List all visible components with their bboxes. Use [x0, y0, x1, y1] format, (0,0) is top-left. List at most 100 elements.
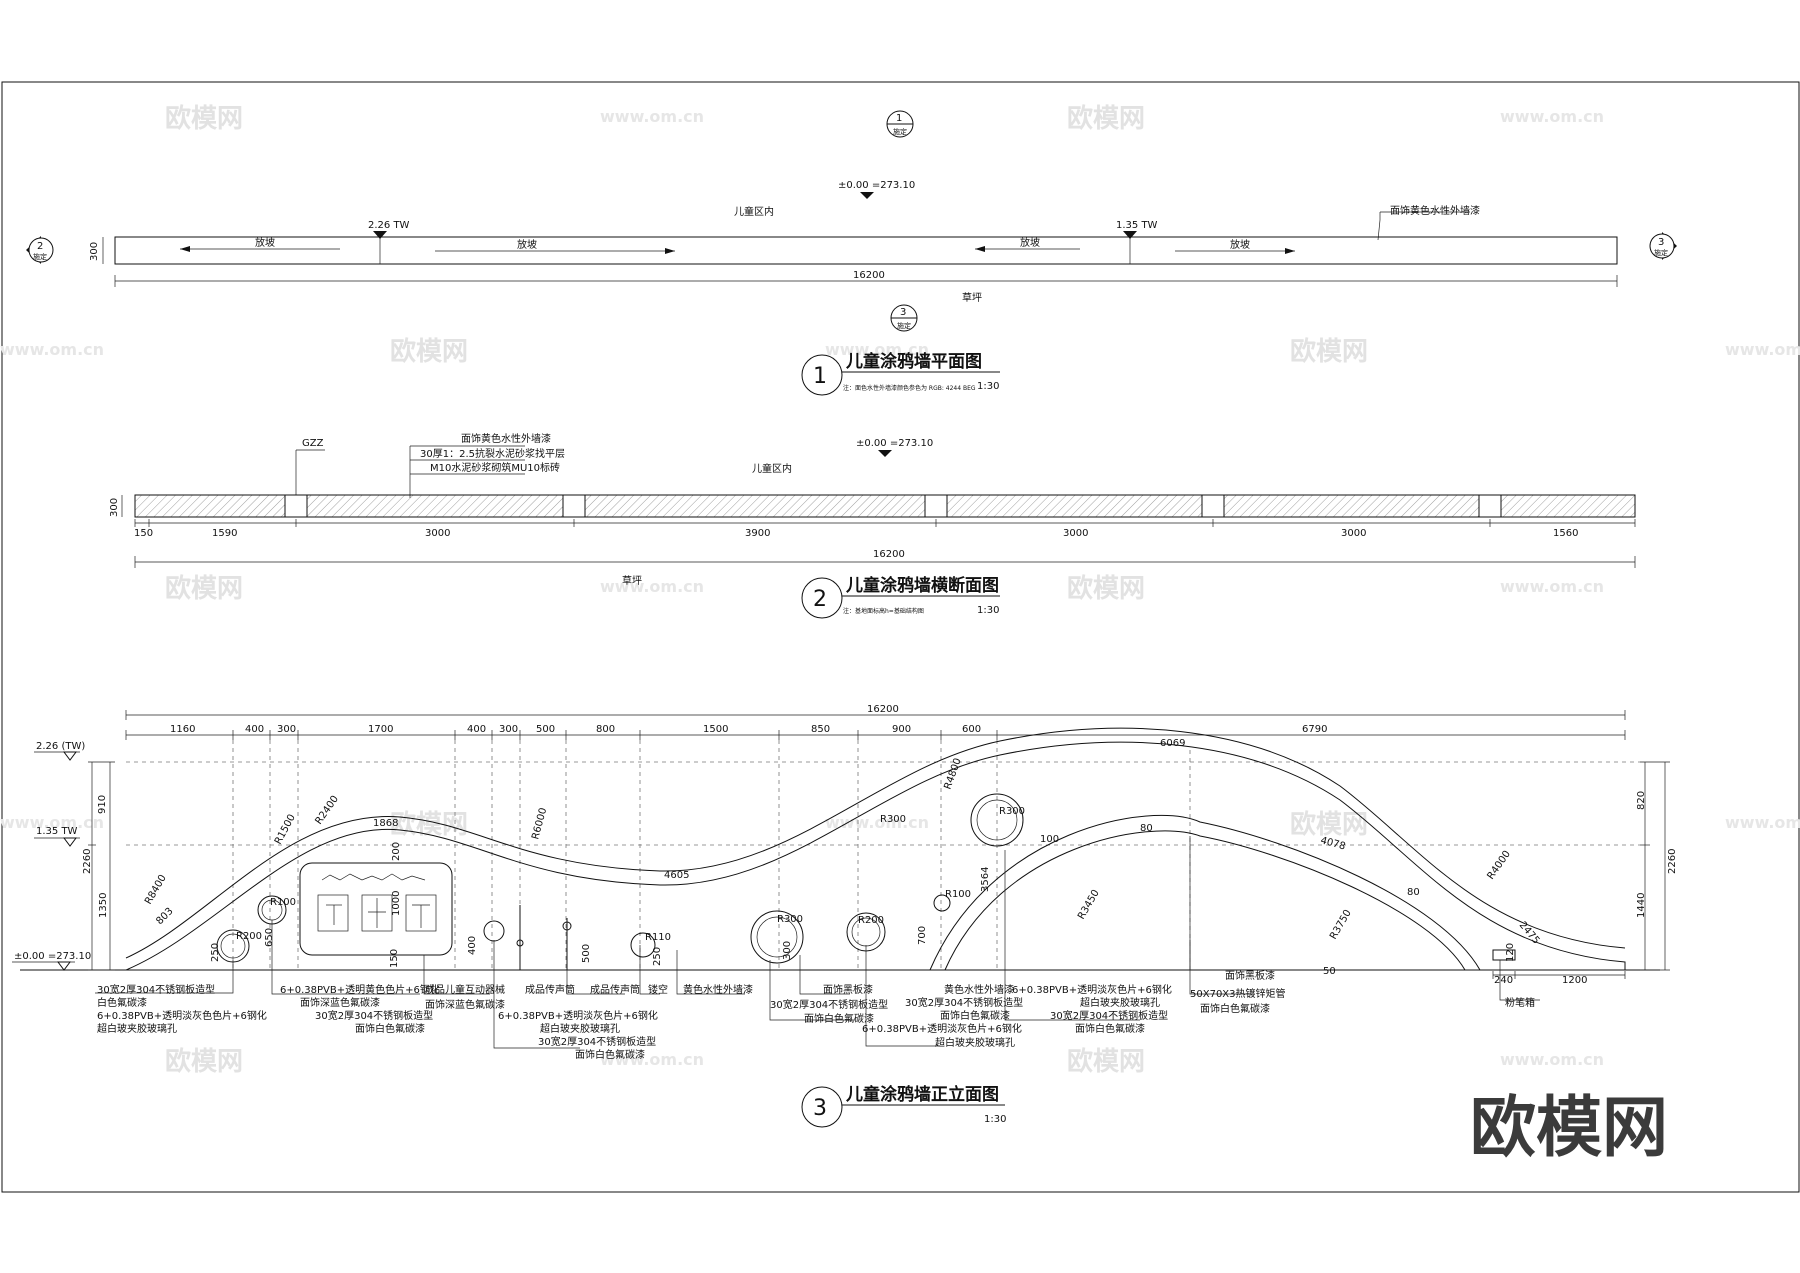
callout: 30宽2厚304不锈钢板造型 白色氟碳漆 6+0.38PVB+透明淡灰色色片+6… [95, 960, 267, 1035]
watermark-logo: 欧模网 [1067, 103, 1145, 134]
arc-length-dim: 6069 [1160, 738, 1185, 749]
svg-text:50X70X3热镀锌矩管: 50X70X3热镀锌矩管 [1190, 987, 1286, 1000]
svg-text:3000: 3000 [425, 528, 450, 539]
watermark-url: www.om.cn [600, 107, 704, 126]
svg-text:R110: R110 [645, 932, 671, 943]
plan-total-dim: 16200 [853, 270, 885, 281]
plan-width-dim: 300 [89, 242, 100, 261]
svg-text:面饰深蓝色氟碳漆: 面饰深蓝色氟碳漆 [300, 996, 380, 1009]
section-note: M10水泥砂浆砌筑MU10标砖 [430, 461, 560, 474]
svg-text:镂空: 镂空 [648, 983, 668, 996]
svg-text:白色氟碳漆: 白色氟碳漆 [97, 996, 147, 1009]
svg-text:600: 600 [962, 724, 981, 735]
svg-text:300: 300 [782, 941, 793, 960]
svg-text:3900: 3900 [745, 528, 770, 539]
svg-text:超白玻夹胶玻璃孔: 超白玻夹胶玻璃孔 [540, 1022, 620, 1035]
section-marker-top: 1 施定 [886, 110, 914, 138]
svg-text:放坡: 放坡 [1020, 236, 1040, 249]
svg-text:施定: 施定 [1654, 248, 1668, 257]
svg-text:面饰白色氟碳漆: 面饰白色氟碳漆 [355, 1022, 425, 1035]
slope-arrows: 放坡 放坡 放坡 放坡 [180, 236, 1295, 254]
svg-text:放坡: 放坡 [1230, 238, 1250, 251]
svg-text:面饰深蓝色氟碳漆: 面饰深蓝色氟碳漆 [425, 998, 505, 1011]
elevation-view: 16200 1160 400 300 1700 400 300 500 800 [12, 704, 1678, 1128]
svg-text:R200: R200 [858, 915, 884, 926]
svg-text:2260: 2260 [1667, 849, 1678, 874]
svg-text:1590: 1590 [212, 528, 237, 539]
svg-text:30宽2厚304不锈钢板造型: 30宽2厚304不锈钢板造型 [315, 1009, 433, 1022]
svg-text:黄色水性外墙漆: 黄色水性外墙漆 [683, 983, 753, 996]
svg-text:1350: 1350 [98, 893, 109, 918]
svg-text:100: 100 [1040, 834, 1059, 845]
section-marker-right: 3 施定 [1649, 232, 1677, 260]
watermark-url: www.om.cn [600, 1050, 704, 1069]
plan-title: 儿童涂鸦墙平面图 [845, 351, 982, 372]
svg-text:1: 1 [896, 113, 902, 124]
chalkboard-arch [929, 815, 1481, 971]
watermark-logo: 欧模网 [390, 809, 468, 840]
svg-text:300: 300 [277, 724, 296, 735]
svg-text:R3450: R3450 [1076, 888, 1102, 922]
svg-text:400: 400 [467, 724, 486, 735]
plan-inner-area: 儿童区内 [734, 205, 774, 218]
svg-text:900: 900 [892, 724, 911, 735]
watermark-url: www.om.cn [1500, 107, 1604, 126]
callout: 黄色水性外墙漆 30宽2厚304不锈钢板造型 面饰白色氟碳漆 6+0.38PVB… [862, 945, 1023, 1049]
svg-text:R1500: R1500 [273, 813, 298, 847]
svg-text:3: 3 [1658, 237, 1664, 248]
svg-text:650: 650 [264, 928, 275, 947]
svg-text:6+0.38PVB+透明淡灰色片+6钢化: 6+0.38PVB+透明淡灰色片+6钢化 [862, 1022, 1022, 1035]
svg-text:R300: R300 [880, 814, 906, 825]
plan-outer-area: 草坪 [962, 291, 982, 304]
plan-note: 注：面色水性外墙漆颜色参色为 RGB: 4244 BEG [843, 384, 976, 392]
svg-text:6+0.38PVB+透明黄色色片+6钢化: 6+0.38PVB+透明黄色色片+6钢化 [280, 983, 440, 996]
svg-text:R100: R100 [270, 897, 296, 908]
watermark-logo: 欧模网 [390, 336, 468, 367]
elevation-triangle-icon [878, 450, 892, 457]
svg-text:400: 400 [245, 724, 264, 735]
svg-text:30宽2厚304不锈钢板造型: 30宽2厚304不锈钢板造型 [97, 983, 215, 996]
chalk-box [1492, 949, 1516, 961]
section-note-small: 注：基地面标高h=基础结构图 [843, 607, 924, 615]
svg-text:R4000: R4000 [1485, 849, 1513, 882]
svg-text:粉笔箱: 粉笔箱 [1505, 996, 1535, 1009]
svg-text:6+0.38PVB+透明淡灰色色片+6钢化: 6+0.38PVB+透明淡灰色色片+6钢化 [97, 1009, 267, 1022]
plan-title-block: 1 儿童涂鸦墙平面图 注：面色水性外墙漆颜色参色为 RGB: 4244 BEG … [801, 351, 1000, 396]
svg-text:成品传声筒: 成品传声筒 [590, 983, 640, 996]
svg-text:700: 700 [917, 926, 928, 945]
elevation-top-dims: 1160 400 300 1700 400 300 500 800 1500 8… [125, 724, 1626, 740]
svg-text:500: 500 [536, 724, 555, 735]
elevation-total-dim: 16200 [867, 704, 899, 715]
inner-dims: 803 1868 4605 4078 2475 200 1000 250 650… [154, 818, 1626, 986]
section-width-dim: 300 [109, 498, 120, 517]
callouts: 30宽2厚304不锈钢板造型 白色氟碳漆 6+0.38PVB+透明淡灰色色片+6… [95, 850, 1540, 1061]
watermark-url: www.om.cn [825, 340, 929, 359]
watermark-logo: 欧模网 [1067, 1046, 1145, 1077]
callout: 6+0.38PVB+透明淡灰色片+6钢化 超白玻夹胶玻璃孔 30宽2厚304不锈… [493, 940, 658, 1061]
svg-text:超白玻夹胶玻璃孔: 超白玻夹胶玻璃孔 [97, 1022, 177, 1035]
watermark-url: www.om.cn [0, 340, 104, 359]
speaking-tubes [516, 905, 572, 970]
svg-text:910: 910 [97, 795, 108, 814]
callout: 6+0.38PVB+透明黄色色片+6钢化 面饰深蓝色氟碳漆 30宽2厚304不锈… [271, 920, 440, 1035]
svg-text:1.35 TW: 1.35 TW [36, 826, 78, 837]
interactive-panel [299, 862, 453, 956]
watermark-logo: 欧模网 [1067, 573, 1145, 604]
svg-text:R8400: R8400 [143, 873, 169, 907]
svg-text:120: 120 [1505, 943, 1516, 962]
svg-text:820: 820 [1636, 791, 1647, 810]
svg-text:3564: 3564 [980, 867, 991, 892]
svg-text:R3750: R3750 [1328, 908, 1354, 942]
callout: 面饰黑板漆 50X70X3热镀锌矩管 面饰白色氟碳漆 [1189, 940, 1286, 1015]
svg-text:R2400: R2400 [313, 794, 341, 827]
watermark-url: www.om.cn [0, 813, 104, 832]
svg-text:4605: 4605 [664, 870, 689, 881]
section-inner-area: 儿童区内 [752, 462, 792, 475]
svg-text:1700: 1700 [368, 724, 393, 735]
plan-right-tw: 1.35 TW [1116, 220, 1158, 231]
svg-text:面饰白色氟碳漆: 面饰白色氟碳漆 [575, 1048, 645, 1061]
corner-logo: 欧模网 [1470, 1089, 1668, 1166]
svg-text:1868: 1868 [373, 818, 398, 829]
svg-text:面饰白色氟碳漆: 面饰白色氟碳漆 [1200, 1002, 1270, 1015]
